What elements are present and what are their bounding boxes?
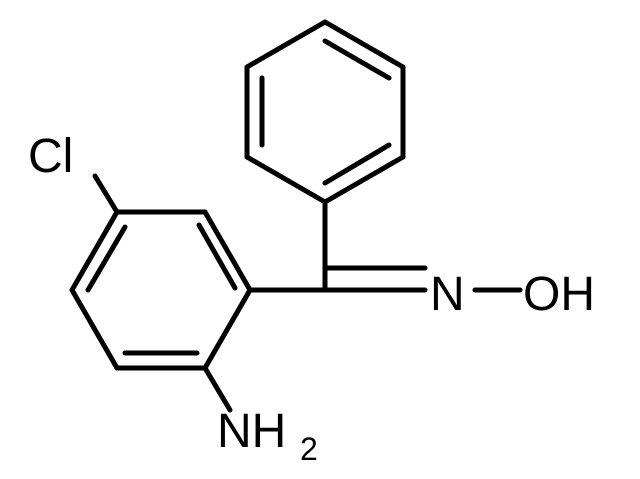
bond xyxy=(244,19,328,70)
amine-subscript: 2 xyxy=(300,431,318,467)
amine-bond xyxy=(202,365,233,413)
chloroaniline-ring xyxy=(69,209,253,371)
bond xyxy=(202,287,253,371)
bond xyxy=(69,287,120,371)
phenyl-ring xyxy=(244,19,406,205)
hydroxyl-label: OH xyxy=(523,268,595,321)
bond xyxy=(322,154,406,205)
bond xyxy=(202,209,253,293)
bond xyxy=(322,19,406,70)
bond xyxy=(69,209,120,293)
amine-label: NH xyxy=(217,405,286,458)
inner-double-bond xyxy=(196,222,238,291)
bond xyxy=(244,154,328,205)
chlorine-bond xyxy=(92,173,120,215)
substituent-bonds xyxy=(92,173,523,413)
inner-double-bond xyxy=(322,38,392,81)
chlorine-label: Cl xyxy=(28,130,73,183)
inner-double-bond xyxy=(85,224,128,293)
inner-double-bond xyxy=(322,142,392,186)
nitrogen-label: N xyxy=(430,268,465,321)
